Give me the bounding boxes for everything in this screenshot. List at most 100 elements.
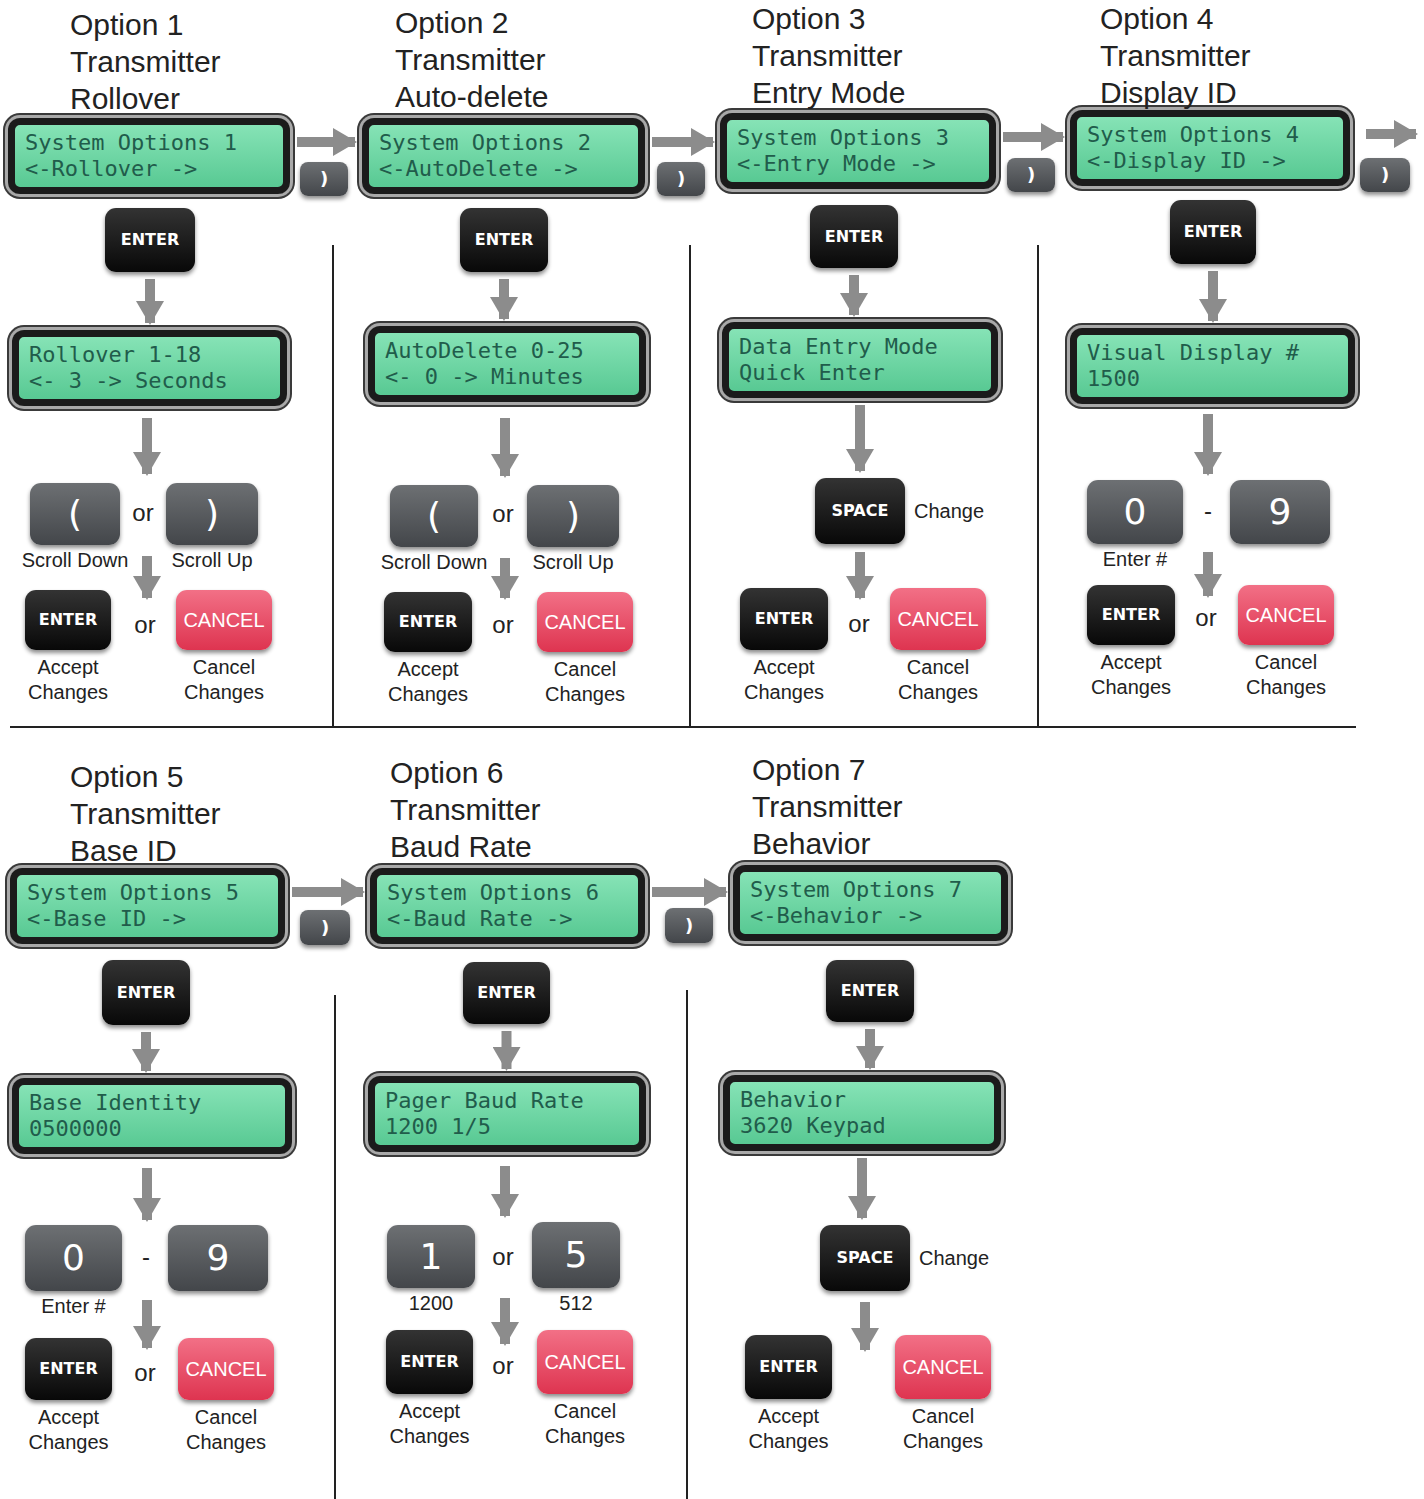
lcd-screen: System Options 2<-AutoDelete -> [362,118,645,194]
screen-text: System Options 3 [737,125,949,151]
key-caption: Accept Changes [1081,650,1181,700]
key-caption: 1200 [409,1291,454,1316]
option-title: Option 2 Transmitter Auto-delete [395,4,595,115]
screen-text: System Options 2 [379,130,591,156]
enter-key: ENTER [810,205,898,268]
separator-line [686,990,688,1499]
lcd-screen: System Options 1<-Rollover -> [8,118,290,194]
key-caption: Cancel Changes [888,655,988,705]
key-label: ENTER [477,983,535,1003]
separator-line [1037,245,1039,727]
screen-text: <-Behavior -> [750,903,922,929]
connector-word: - [1204,497,1212,525]
keypad-key: 5512 [532,1222,620,1288]
screen-text: Rollover 1-18 [29,342,201,368]
key-label: SPACE [832,501,889,521]
key-label: ENTER [825,227,883,247]
enter-key: ENTER [826,960,914,1022]
key-label: ENTER [1184,222,1242,242]
cancel-key: CANCELCancel Changes [178,1338,274,1400]
key-label: 9 [1269,492,1292,532]
key-label: ENTER [1102,605,1160,625]
keypad-key: (Scroll Down [30,483,120,545]
connector-word: or [134,611,155,639]
key-caption: Scroll Up [171,548,252,573]
key-label: CANCEL [902,1355,983,1379]
flow-arrow [142,1168,152,1220]
key-label: CANCEL [544,610,625,634]
key-label: ENTER [475,230,533,250]
keypad-key: )Scroll Up [527,485,619,547]
keypad-key: (Scroll Down [390,485,478,547]
screen-text: 0500000 [29,1116,122,1142]
option-title: Option 3 Transmitter Entry Mode [752,0,952,111]
lcd-screen: AutoDelete 0-25<- 0 -> Minutes [368,326,646,402]
key-label: SPACE [837,1248,894,1268]
key-label: ) [320,168,328,190]
option-title: Option 1 Transmitter Rollover [70,6,270,117]
enter-key: ENTERAccept Changes [25,590,111,650]
key-label: 9 [207,1238,230,1278]
lcd-screen: Base Identity0500000 [12,1078,292,1154]
key-label: ( [68,494,82,534]
key-caption: Accept Changes [19,1405,119,1455]
enter-key: ENTER [463,962,550,1024]
lcd-screen: Pager Baud Rate1200 1/5 [368,1076,646,1152]
key-label: ) [1027,164,1035,186]
connector-word: or [132,499,153,527]
key-label: CANCEL [183,608,264,632]
screen-text: <-Entry Mode -> [737,151,936,177]
screen-text: <-Base ID -> [27,906,186,932]
key-label: ) [1381,164,1389,186]
keypad-key: )Scroll Up [166,483,258,545]
key-label: ) [566,496,580,536]
lcd-screen: Rollover 1-18<- 3 -> Seconds [12,330,287,406]
key-label: ) [321,917,329,939]
cancel-key: CANCELCancel Changes [537,1330,633,1394]
connector-word: or [134,1359,155,1387]
key-label: ENTER [841,981,899,1001]
separator-line [332,245,334,727]
flow-arrow [142,418,152,474]
enter-key: ENTERAccept Changes [386,1330,473,1394]
enter-key: ENTER [105,208,195,272]
flow-arrow [1208,271,1218,321]
keypad-key: 9 [1230,480,1330,544]
key-label: 1 [420,1237,443,1277]
flow-arrow [145,279,155,323]
enter-key: ENTERAccept Changes [384,592,472,652]
screen-text: 1500 [1087,366,1140,392]
option-title: Option 5 Transmitter Base ID [70,758,270,869]
screen-text: <- 3 -> Seconds [29,368,228,394]
flow-arrow [142,556,152,598]
flow-arrow [502,1031,512,1069]
key-label: CANCEL [897,607,978,631]
enter-key: ENTER [1170,200,1256,264]
enter-key: ENTER [460,208,548,272]
enter-key: ENTER [102,960,190,1025]
key-caption: Scroll Down [381,550,488,575]
key-caption: Accept Changes [734,655,834,705]
flow-arrow [1003,132,1063,142]
screen-text: <-Rollover -> [25,156,197,182]
cancel-key: CANCELCancel Changes [537,592,633,652]
flow-arrow [499,279,509,319]
key-label: ( [427,496,441,536]
enter-key: ENTERAccept Changes [740,588,828,650]
key-caption: Cancel Changes [535,1399,635,1449]
connector-word: or [492,611,513,639]
cancel-key: CANCELCancel Changes [176,590,272,650]
key-caption: Enter # [1103,547,1167,572]
flow-arrow [865,1029,875,1068]
flow-arrow [849,275,859,315]
key-label: ENTER [39,1359,97,1379]
flow-arrow [500,1166,510,1216]
screen-text: Base Identity [29,1090,201,1116]
key-label: 0 [1124,492,1147,532]
keypad-key: 11200 [387,1225,475,1288]
screen-text: AutoDelete 0-25 [385,338,584,364]
key-caption: Cancel Changes [535,657,635,707]
key-caption: Change [919,1246,989,1271]
scroll-key: ) [300,910,350,945]
key-label: ) [685,915,693,937]
